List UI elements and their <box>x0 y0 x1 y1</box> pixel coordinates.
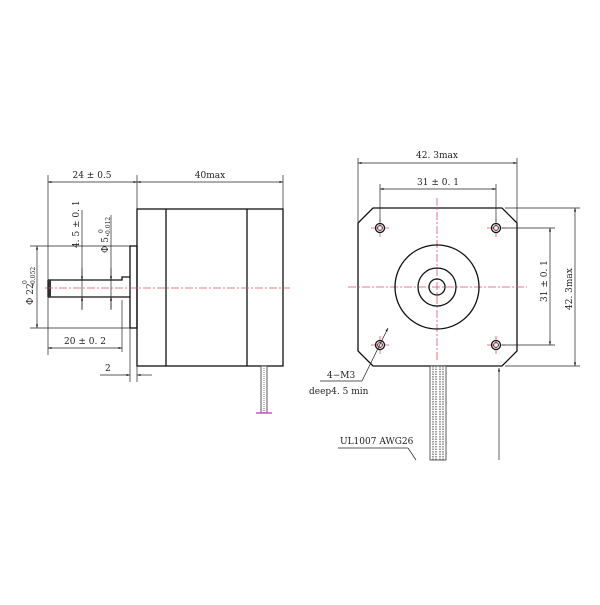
dim-hole-spacing-h: 31 ± 0. 1 <box>417 178 459 188</box>
svg-text:Φ 5.: Φ 5. <box>101 234 111 253</box>
flange-boss <box>129 245 138 329</box>
svg-text:-0.012: -0.012 <box>105 217 112 236</box>
dim-boss-height: 2 <box>105 364 111 374</box>
bearing-circle <box>417 267 457 307</box>
mounting-holes <box>371 219 505 354</box>
side-view: 24 ± 0.5 40max 4. 5 ± 0. 1 Φ 5. 0 -0.012… <box>22 171 290 414</box>
svg-text:-0.052: -0.052 <box>30 267 37 286</box>
boss-circle <box>394 244 480 330</box>
dim-flat-depth: 4. 5 ± 0. 1 <box>72 200 82 248</box>
cable-spec: UL1007 AWG26 <box>340 437 414 447</box>
dim-width: 42. 3max <box>416 151 458 161</box>
mounting-hole <box>371 336 389 354</box>
dim-height: 42. 3max <box>565 268 575 310</box>
hole-depth: deep4. 5 min <box>309 387 369 397</box>
svg-text:0: 0 <box>22 280 29 284</box>
front-view: 42. 3max 31 ± 0. 1 31 ± 0. 1 42. 3max 4−… <box>309 151 580 461</box>
dim-shaft-diameter: Φ 5. 0 -0.012 <box>98 217 112 253</box>
shaft <box>47 276 130 298</box>
shaft-end <box>48 280 51 297</box>
dim-hole-spacing-v: 31 ± 0. 1 <box>540 260 550 302</box>
shaft-circle <box>428 278 446 296</box>
svg-text:Φ 22: Φ 22 <box>26 283 36 305</box>
cable-bundle <box>429 365 447 461</box>
dim-shaft-length: 20 ± 0. 2 <box>64 337 106 347</box>
dim-shaft-total: 24 ± 0.5 <box>72 171 111 181</box>
dim-body-length: 40max <box>195 171 225 181</box>
cable <box>260 365 268 414</box>
dim-boss-diameter: Φ 22 0 -0.052 <box>22 267 37 305</box>
faceplate <box>357 207 518 367</box>
hole-spec: 4−M3 <box>327 371 355 381</box>
motor-body <box>136 208 284 367</box>
svg-text:0: 0 <box>98 229 105 233</box>
